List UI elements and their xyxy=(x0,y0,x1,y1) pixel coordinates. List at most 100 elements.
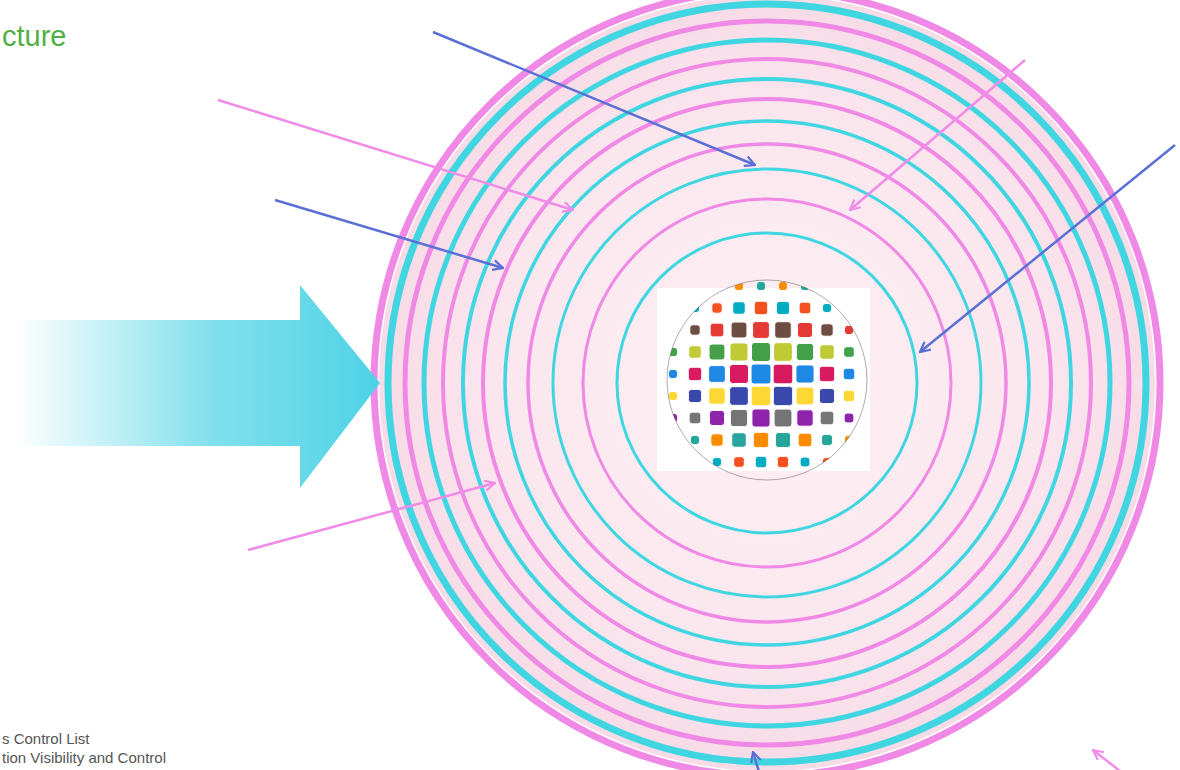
app-icon-tile xyxy=(867,370,876,379)
app-icon-tile xyxy=(822,303,831,312)
app-icon-tile xyxy=(867,282,876,291)
app-icon-tile xyxy=(709,344,725,360)
app-icon-tile xyxy=(800,457,810,467)
app-icon-tile xyxy=(733,302,746,315)
app-icon-tile xyxy=(691,458,700,467)
pointer-arrows xyxy=(218,32,1175,770)
app-icon-tile xyxy=(669,326,678,335)
app-icon-tile xyxy=(669,304,678,313)
app-icon-tile xyxy=(774,409,792,427)
app-icon-tile xyxy=(731,322,747,338)
app-icon-tile xyxy=(867,392,876,401)
app-icon-tile xyxy=(773,386,792,405)
app-icon-tile xyxy=(669,436,678,445)
app-icon-tile xyxy=(777,456,788,467)
app-icon-tile xyxy=(779,480,788,489)
app-icon-tile xyxy=(691,282,700,291)
app-icon-tile xyxy=(730,343,748,361)
app-icon-tile xyxy=(730,409,747,426)
app-icon-tile xyxy=(709,388,726,405)
app-icon-tile xyxy=(775,432,790,447)
app-icon-tile xyxy=(821,324,833,336)
app-sphere xyxy=(657,280,876,489)
app-icon-tile xyxy=(732,433,747,448)
app-icon-tile xyxy=(713,480,722,489)
app-icon-tile xyxy=(669,370,678,379)
ring-background xyxy=(379,0,1155,770)
app-icon-tile xyxy=(779,282,788,291)
app-icon-tile xyxy=(669,392,678,401)
app-icon-tile xyxy=(796,343,813,360)
app-icon-tile xyxy=(688,389,701,402)
app-icon-tile xyxy=(823,480,832,489)
input-arrow xyxy=(15,285,380,488)
bullet-note: s Control List xyxy=(2,730,90,748)
app-icon-tile xyxy=(757,480,766,489)
bullet-note: tion Visibility and Control xyxy=(2,749,166,767)
app-icon-tile xyxy=(689,346,702,359)
app-icon-tile xyxy=(734,457,745,468)
app-icon-tile xyxy=(775,322,792,339)
app-icon-tile xyxy=(823,282,832,291)
app-icon-tile xyxy=(690,325,700,335)
app-icon-tile xyxy=(751,386,771,406)
app-icon-tile xyxy=(710,323,724,337)
app-icon-tile xyxy=(796,387,814,405)
app-icon-tile xyxy=(712,303,722,313)
app-icon-tile xyxy=(713,282,722,291)
app-icon-tile xyxy=(799,302,811,314)
app-icon-tile xyxy=(774,343,793,362)
app-icon-tile xyxy=(819,388,834,403)
app-icon-tile xyxy=(773,364,793,384)
app-icon-tile xyxy=(843,390,854,401)
app-icon-tile xyxy=(801,480,810,489)
app-icon-tile xyxy=(691,480,700,489)
app-icon-tile xyxy=(867,326,876,335)
app-icon-tile xyxy=(843,368,855,380)
app-icon-tile xyxy=(867,480,876,489)
app-icon-tile xyxy=(867,436,876,445)
app-icon-tile xyxy=(730,365,749,384)
app-icon-tile xyxy=(822,435,833,446)
slide-title: cture xyxy=(2,20,66,53)
app-icon-tile xyxy=(845,458,854,467)
app-icon-tile xyxy=(688,367,701,380)
app-icon-tile xyxy=(798,433,812,447)
app-icon-tile xyxy=(669,458,678,467)
app-icon-tile xyxy=(845,282,854,291)
app-icon-tile xyxy=(752,343,771,362)
concentric-rings xyxy=(374,0,1160,770)
app-icon-tile xyxy=(867,458,876,467)
app-icon-tile xyxy=(867,348,876,357)
app-icon-tile xyxy=(797,322,812,337)
app-icon-tile xyxy=(752,409,770,427)
app-icon-tile xyxy=(751,364,771,384)
app-icon-tile xyxy=(796,365,814,383)
app-icon-tile xyxy=(754,301,767,314)
app-icon-tile xyxy=(867,414,876,423)
app-icon-tile xyxy=(689,412,701,424)
app-icon-tile xyxy=(730,387,749,406)
app-icon-tile xyxy=(867,304,876,313)
app-icon-tile xyxy=(755,456,767,468)
app-icon-tile xyxy=(797,410,813,426)
app-icon-tile xyxy=(709,410,724,425)
app-icon-tile xyxy=(844,347,855,358)
app-icon-tile xyxy=(845,480,854,489)
app-icon-tile xyxy=(735,480,744,489)
app-icon-tile xyxy=(819,366,834,381)
app-icon-tile xyxy=(690,435,699,444)
app-icon-tile xyxy=(844,413,854,423)
app-icon-tile xyxy=(709,366,726,383)
app-icon-tile xyxy=(820,345,835,360)
app-icon-tile xyxy=(820,411,834,425)
app-icon-tile xyxy=(711,434,723,446)
app-icon-tile xyxy=(845,304,854,313)
app-icon-tile xyxy=(753,432,768,447)
app-icon-tile xyxy=(669,480,678,489)
app-icon-tile xyxy=(669,282,678,291)
app-icon-tile xyxy=(757,282,766,291)
app-icon-tile xyxy=(753,322,770,339)
app-icon-tile xyxy=(776,301,789,314)
